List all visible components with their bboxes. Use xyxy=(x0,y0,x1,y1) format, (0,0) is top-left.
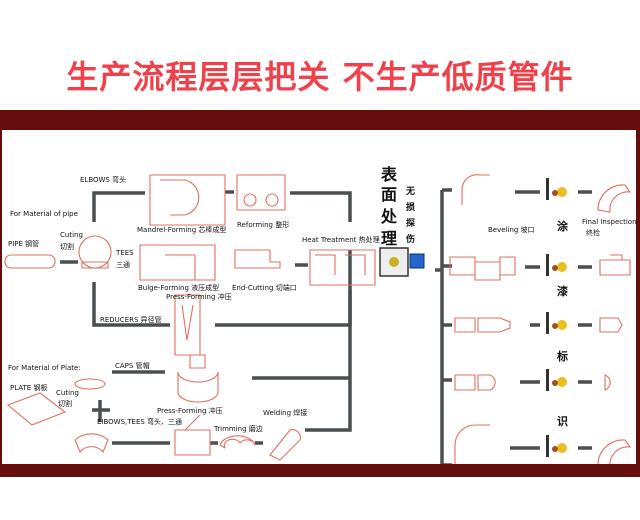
press-forming-label: Press-Forming 冲压 xyxy=(166,292,232,301)
coating-char-2: 漆 xyxy=(557,284,568,298)
connector-to-final xyxy=(578,190,592,450)
final-reducer-drawing xyxy=(599,317,623,333)
plate-cutting-label: Cuting xyxy=(56,389,79,397)
elbow-press-drawing xyxy=(174,414,211,456)
paint-icon-3 xyxy=(546,312,567,334)
surface-char-3: 处 xyxy=(380,207,398,226)
ndt-char-2: 损 xyxy=(406,201,415,213)
paint-icon-5 xyxy=(546,435,567,457)
connector-lines xyxy=(60,188,592,464)
paint-icon-4 xyxy=(546,369,567,391)
plate-press-forming-label: Press-Forming 冲压 xyxy=(157,406,223,415)
mandrel-forming-label: Mandrel-Forming 芯棒成型 xyxy=(137,225,226,234)
connector-branches xyxy=(435,188,452,464)
connector-plate-cut xyxy=(92,400,110,422)
reforming-roller-right xyxy=(265,193,279,207)
plate-disc-drawing xyxy=(74,378,106,390)
elbows-tees-label: EIBOWS,TEES 弯头、三通 xyxy=(97,417,182,426)
mandrel-forming-drawing xyxy=(149,174,226,226)
connector-to-elbows xyxy=(92,191,145,222)
final-inspection-cn: 终检 xyxy=(586,228,600,237)
process-diagram-panel: For Material of pipe PIPE 钢管 Cuting 切割 E… xyxy=(2,130,636,464)
heat-treatment-drawing xyxy=(309,249,376,286)
cutting-base-drawing xyxy=(81,261,109,269)
page-title: 生产流程层层把关 不生产低质管件 xyxy=(66,58,574,96)
reducers-label: REDUCERS 异径管 xyxy=(100,315,162,324)
diagram-frame: For Material of pipe PIPE 钢管 Cuting 切割 E… xyxy=(0,110,640,477)
final-tee-drawing xyxy=(599,254,631,276)
final-cap-drawing xyxy=(604,374,611,391)
beveling-elbow-2-drawing xyxy=(454,424,490,464)
reforming-roller-left xyxy=(243,193,257,207)
pipe-cutting-label: Cuting xyxy=(60,231,83,239)
welding-label: Welding 焊接 xyxy=(263,408,307,417)
paint-icon-2 xyxy=(546,254,567,276)
coating-char-1: 涂 xyxy=(557,219,569,233)
surface-treatment-part-icon xyxy=(389,257,399,267)
tees-label: TEES xyxy=(115,249,134,257)
beveling-tee-drawing xyxy=(449,256,516,281)
beveling-cap-drawing xyxy=(454,374,496,391)
surface-char-2: 面 xyxy=(381,185,397,204)
caps-press-drawing xyxy=(177,354,219,403)
plate-drawing xyxy=(6,392,67,426)
bulge-forming-label: Bulge-Forming 液压成型 xyxy=(138,283,219,292)
surface-char-1: 表 xyxy=(380,165,398,184)
ndt-char-1: 无 xyxy=(405,186,415,197)
plate-segment-drawing xyxy=(74,433,109,454)
pipe-material-label: For Material of pipe xyxy=(10,210,78,218)
coating-char-4: 识 xyxy=(557,415,568,428)
connector-reform-heat xyxy=(290,191,352,222)
elbows-label: ELBOWS 弯头 xyxy=(80,175,126,184)
beveling-reducer-drawing xyxy=(454,317,511,333)
paint-icon-1 xyxy=(546,178,567,200)
cutting-saw-drawing xyxy=(78,235,112,269)
tees-cn: 三通 xyxy=(116,260,130,269)
ndt-char-4: 伤 xyxy=(405,233,415,245)
welding-drawing xyxy=(269,429,301,461)
beveling-label: Beveling 坡口 xyxy=(488,225,535,234)
pipe-drawing xyxy=(4,254,56,269)
process-flow-diagram: For Material of pipe PIPE 钢管 Cuting 切割 E… xyxy=(4,165,636,464)
plate-label: PLATE 钢板 xyxy=(10,383,47,392)
ndt-device-icon xyxy=(409,253,425,269)
connector-plate-welding xyxy=(305,290,352,432)
plate-material-label: For Material of Plate: xyxy=(8,364,81,372)
final-elbow-drawing xyxy=(597,184,632,213)
ndt-char-3: 探 xyxy=(406,217,416,229)
pipe-cutting-cn: 切割 xyxy=(60,242,74,251)
final-elbow-2-drawing xyxy=(597,439,632,464)
end-cutting-drawing xyxy=(234,249,281,269)
connector-to-reducers xyxy=(92,282,170,327)
reducer-press-drawing xyxy=(174,294,201,356)
pipe-label: PIPE 钢管 xyxy=(8,239,39,248)
final-inspection-label: Final Inspection xyxy=(582,218,636,226)
heat-treatment-label: Heat Treatment 热处理 xyxy=(302,235,380,244)
surface-char-4: 理 xyxy=(381,229,397,248)
plate-cutting-cn: 切割 xyxy=(58,399,72,408)
coating-char-3: 标 xyxy=(556,349,568,363)
connector-to-coating xyxy=(510,190,540,450)
bulge-forming-drawing xyxy=(139,244,216,281)
end-cutting-label: End-Cutting 切端口 xyxy=(232,283,297,292)
trimming-drawing xyxy=(219,435,256,449)
reforming-label: Reforming 整形 xyxy=(237,220,289,229)
caps-label: CAPS 管帽 xyxy=(115,361,150,370)
beveling-elbow-drawing xyxy=(461,174,490,205)
coating-icons xyxy=(546,178,567,457)
trimming-label: Trimming 磨边 xyxy=(213,424,263,433)
reforming-drawing xyxy=(236,174,286,211)
